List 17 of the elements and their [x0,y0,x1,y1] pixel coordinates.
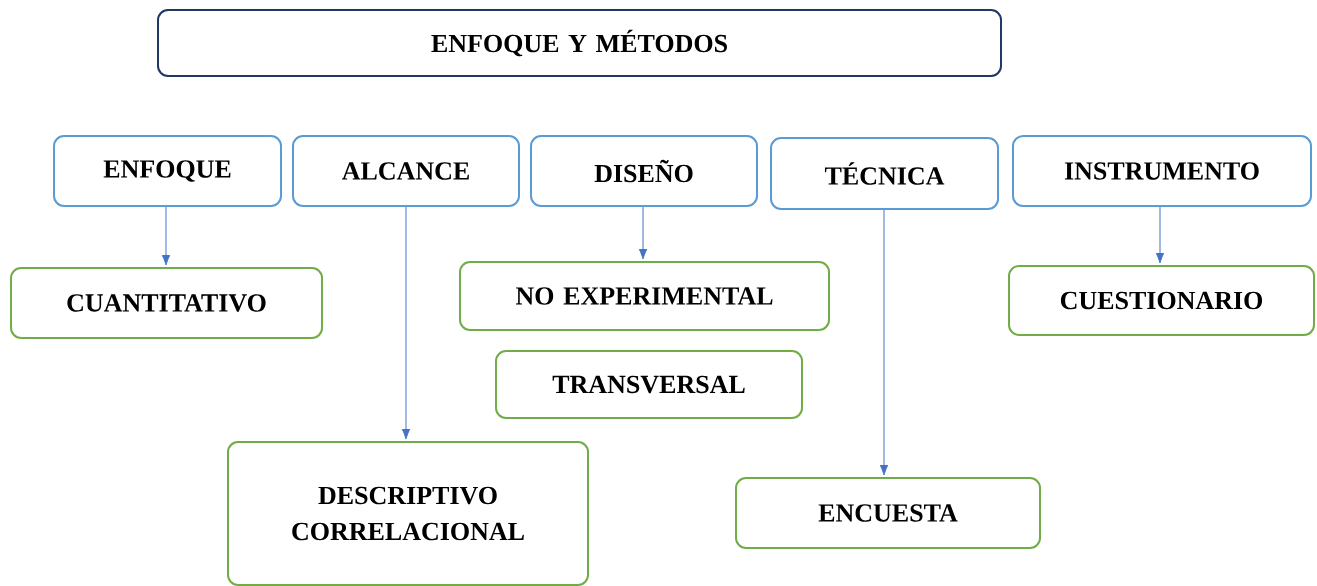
value-box: CUESTIONARIO [1008,265,1315,336]
title-box: ENFOQUE Y MÉTODOS [157,9,1002,77]
value-box: CUANTITATIVO [10,267,323,339]
arrow [1155,206,1165,264]
arrow [638,206,648,260]
value-box: TRANSVERSAL [495,350,803,419]
category-box: INSTRUMENTO [1012,135,1312,207]
category-box: ENFOQUE [53,135,282,207]
category-box: DISEÑO [530,135,758,207]
category-box: ALCANCE [292,135,520,207]
value-box: DESCRIPTIVO CORRELACIONAL [227,441,589,586]
arrow [401,206,411,440]
value-box: ENCUESTA [735,477,1041,549]
arrow [879,209,889,476]
category-box: TÉCNICA [770,137,999,210]
arrow [161,206,171,266]
value-box: NO EXPERIMENTAL [459,261,830,331]
